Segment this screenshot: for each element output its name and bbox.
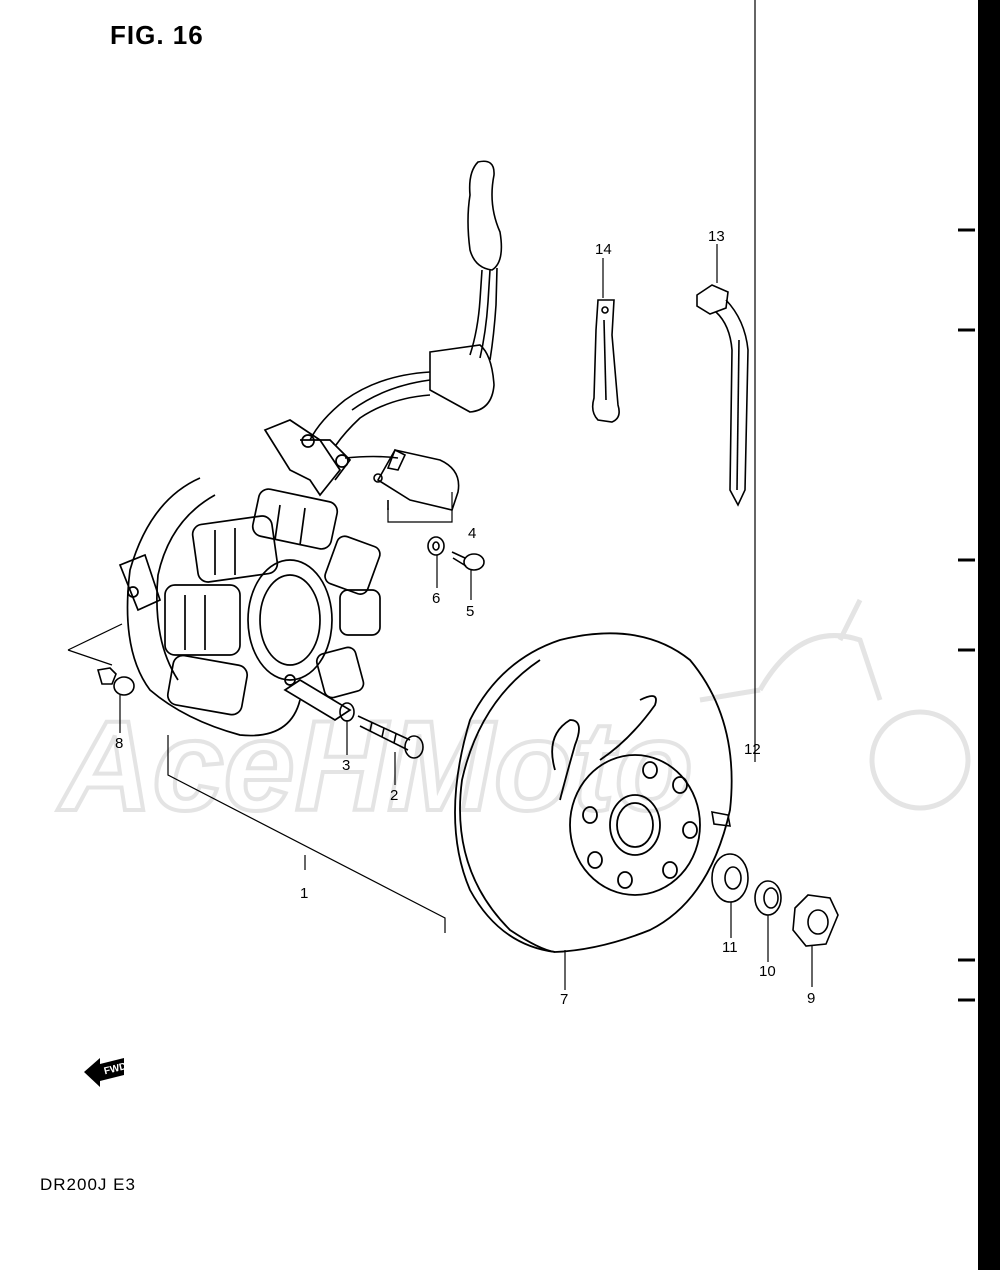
part-7-flywheel-rotor [454, 632, 733, 953]
callout-13: 13 [708, 228, 725, 245]
part-14-band [591, 299, 620, 423]
fwd-direction-badge: FWD [84, 1058, 128, 1087]
part-4-pickup-coil [344, 448, 460, 511]
wire-harness [309, 160, 503, 446]
callout-2: 2 [390, 787, 398, 804]
part-11-washer [711, 853, 749, 903]
motorcycle-watermark-icon [699, 598, 971, 811]
callout-9: 9 [807, 990, 815, 1007]
part-13-cable-tie [696, 284, 749, 507]
model-code: DR200J E3 [40, 1175, 136, 1194]
callout-3: 3 [342, 757, 350, 774]
watermark: AceHMoto [55, 598, 971, 840]
fwd-label: FWD [103, 1061, 128, 1077]
part-2-bolt [357, 715, 424, 759]
callout-10: 10 [759, 963, 776, 980]
callout-5: 5 [466, 603, 474, 620]
part-5-screw [451, 551, 485, 571]
callout-8: 8 [115, 735, 123, 752]
scan-edge-bar [978, 0, 1000, 1270]
part-6-washer [427, 536, 445, 556]
figure-title: FIG. 16 [110, 20, 204, 50]
callout-11: 11 [722, 939, 738, 956]
callout-labels: 1 2 3 4 5 6 7 8 9 10 11 12 13 14 [115, 228, 815, 1008]
scan-marks [958, 228, 975, 1002]
callout-4: 4 [468, 525, 476, 542]
part-9-nut [792, 894, 839, 947]
stator-assembly [118, 419, 381, 737]
callout-12: 12 [744, 741, 761, 758]
leader-lines [67, 0, 813, 990]
callout-14: 14 [595, 241, 612, 258]
callout-1: 1 [300, 885, 308, 902]
part-10-spring-washer [754, 880, 782, 916]
part-8-screw [96, 667, 135, 696]
part-12-key [711, 811, 731, 827]
callout-7: 7 [560, 991, 568, 1008]
callout-6: 6 [432, 590, 440, 607]
arrow-left-icon [84, 1058, 124, 1087]
watermark-text: AceHMoto [57, 695, 693, 838]
